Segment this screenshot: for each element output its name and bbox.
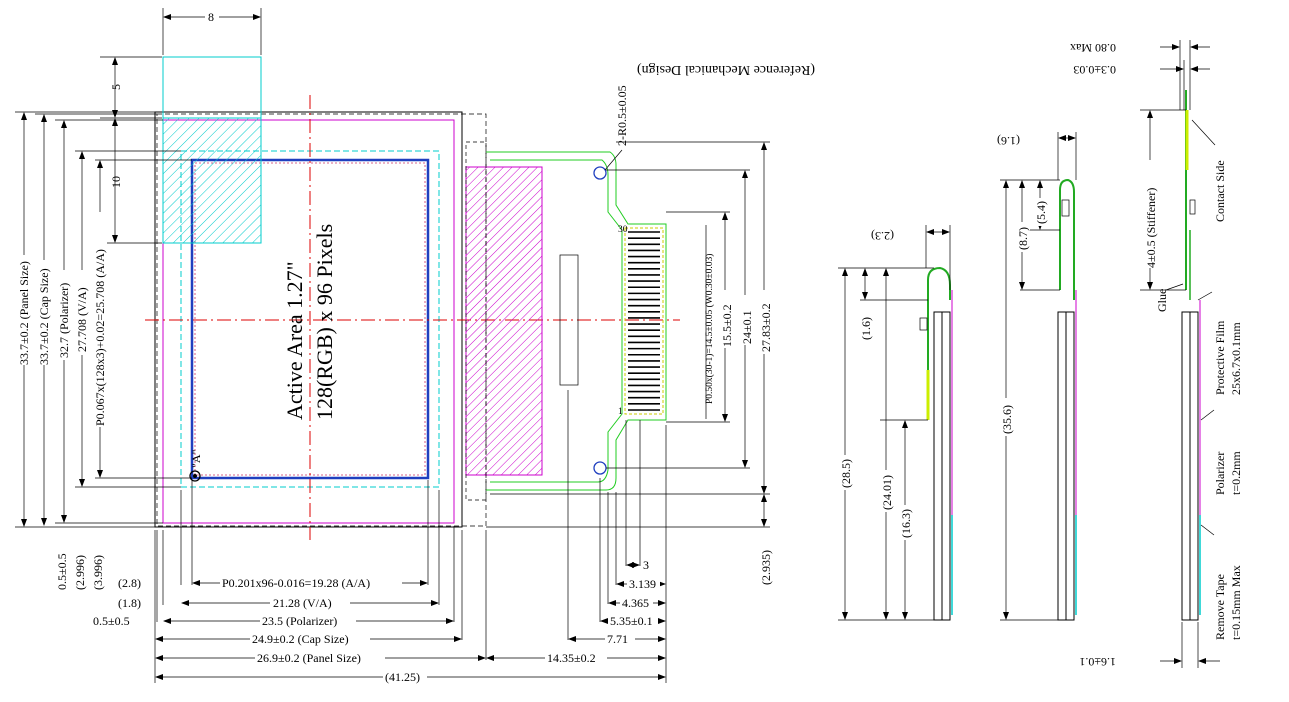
fpc-hole-top [593, 166, 607, 180]
svg-text:33.7±0.2 (Cap Size): 33.7±0.2 (Cap Size) [37, 268, 51, 365]
svg-text:27.708 (V/A): 27.708 (V/A) [75, 287, 89, 352]
svg-text:33.7±0.2 (Panel Size): 33.7±0.2 (Panel Size) [17, 261, 31, 365]
active-area-title: Active Area 1.27" [282, 261, 307, 420]
svg-text:32.7 (Polarizer): 32.7 (Polarizer) [57, 283, 71, 358]
svg-text:Protective Film: Protective Film [1213, 320, 1227, 395]
svg-text:t=0.15mm Max: t=0.15mm Max [1229, 565, 1243, 640]
svg-text:(35.6): (35.6) [1000, 405, 1014, 434]
svg-text:23.5 (Polarizer): 23.5 (Polarizer) [262, 614, 337, 628]
svg-text:(16.3): (16.3) [899, 509, 913, 538]
svg-text:27.83±0.2: 27.83±0.2 [759, 303, 773, 352]
svg-text:10: 10 [109, 176, 123, 188]
front-view: "A" Active Area 1.27" 128(RGB) x 96 Pixe… [145, 56, 680, 540]
svg-text:(28.5): (28.5) [839, 459, 853, 488]
svg-text:24±0.1: 24±0.1 [740, 310, 754, 344]
polarizer-outline [162, 119, 455, 524]
svg-text:4.365: 4.365 [622, 596, 649, 610]
svg-text:1: 1 [618, 407, 623, 417]
svg-text:Remove Tape: Remove Tape [1213, 574, 1227, 640]
bottom-dimensions: P0.201x96-0.016=19.28 (A/A) (2.8) 21.28 … [93, 425, 667, 684]
svg-text:26.9±0.2 (Panel Size): 26.9±0.2 (Panel Size) [257, 651, 361, 665]
svg-text:8: 8 [208, 10, 214, 24]
fpc-hole-bottom [593, 461, 607, 475]
svg-text:Glue: Glue [1155, 289, 1169, 312]
left-small-dimensions: 5 10 [100, 56, 162, 244]
svg-text:(3.996): (3.996) [91, 555, 105, 590]
svg-text:Polarizer: Polarizer [1213, 452, 1227, 495]
svg-text:3.139: 3.139 [629, 577, 656, 591]
svg-text:(5.4): (5.4) [1034, 201, 1048, 224]
svg-text:0.5±0.5: 0.5±0.5 [55, 553, 69, 590]
svg-text:3: 3 [643, 558, 649, 572]
svg-text:0.80 Max: 0.80 Max [1070, 41, 1116, 55]
svg-text:24.9±0.2 (Cap Size): 24.9±0.2 (Cap Size) [252, 632, 349, 646]
svg-text:(24.01): (24.01) [880, 475, 894, 510]
svg-text:(1.6): (1.6) [859, 317, 873, 340]
point-a-marker [189, 470, 201, 482]
active-area [190, 158, 430, 480]
side-view-1: (2.3) (1.6) (28.5) (24.01) (16.3) [838, 225, 953, 621]
side-view-3: 0.80 Max 0.3±0.03 4±0.5 (Stiffener) Cont… [1070, 40, 1243, 669]
svg-text:(2.3): (2.3) [871, 229, 894, 243]
svg-text:5.35±0.1: 5.35±0.1 [610, 614, 653, 628]
svg-text:0.5±0.5: 0.5±0.5 [93, 614, 130, 628]
left-vertical-dimensions: 33.7±0.2 (Panel Size) 33.7±0.2 (Cap Size… [15, 111, 192, 590]
reference-title: (Reference Mechanical Design) [637, 62, 815, 77]
svg-text:30: 30 [618, 225, 628, 235]
fpc-pins [628, 231, 660, 411]
top-dimension: 8 [162, 8, 262, 55]
fpc: 30 1 2-R0.5±0.05 P0.50x(30-1)=14.5±0.05 … [465, 85, 715, 501]
fpc-bottom-dimensions: 3 3.139 4.365 5.35±0.1 7.71 [567, 390, 666, 646]
svg-text:(1.6): (1.6) [997, 134, 1020, 148]
svg-text:1.6±0.1: 1.6±0.1 [1079, 655, 1116, 669]
svg-text:(2.8): (2.8) [118, 576, 141, 590]
cyan-hatch-area [162, 117, 262, 244]
svg-text:P0.50x(30-1)=14.5±0.05 (W0.30±: P0.50x(30-1)=14.5±0.05 (W0.30±0.03) [704, 254, 715, 404]
svg-text:21.28 (V/A): 21.28 (V/A) [273, 596, 332, 610]
svg-text:(8.7): (8.7) [1016, 227, 1030, 250]
side-view-2: (1.6) (5.4) (8.7) (35.6) [997, 132, 1077, 621]
svg-text:5: 5 [109, 84, 123, 90]
svg-text:15.5±0.2: 15.5±0.2 [720, 304, 734, 347]
svg-text:4±0.5 (Stiffener): 4±0.5 (Stiffener) [1144, 188, 1158, 268]
svg-text:7.71: 7.71 [607, 632, 628, 646]
svg-text:25x6.7x0.1mm: 25x6.7x0.1mm [1229, 322, 1243, 395]
svg-text:2-R0.5±0.05: 2-R0.5±0.05 [615, 85, 629, 146]
svg-text:t=0.2mm: t=0.2mm [1229, 451, 1243, 495]
svg-text:(1.8): (1.8) [118, 596, 141, 610]
point-a-label: "A" [189, 449, 203, 468]
fpc-right-dimensions: 15.5±0.2 24±0.1 27.83±0.2 (2.935) [486, 141, 773, 585]
svg-text:(41.25): (41.25) [385, 670, 420, 684]
svg-text:Contact Side: Contact Side [1213, 160, 1227, 222]
svg-text:0.3±0.03: 0.3±0.03 [1073, 63, 1116, 77]
svg-text:(2.996): (2.996) [73, 555, 87, 590]
svg-text:14.35±0.2: 14.35±0.2 [547, 651, 596, 665]
fpc-hatch [465, 166, 543, 476]
svg-text:P0.067x(128x3)+0.02=25.708 (A/: P0.067x(128x3)+0.02=25.708 (A/A) [93, 249, 107, 426]
svg-text:P0.201x96-0.016=19.28 (A/A): P0.201x96-0.016=19.28 (A/A) [222, 576, 370, 590]
svg-text:(2.935): (2.935) [759, 550, 773, 585]
active-area-pixels: 128(RGB) x 96 Pixels [312, 224, 337, 420]
